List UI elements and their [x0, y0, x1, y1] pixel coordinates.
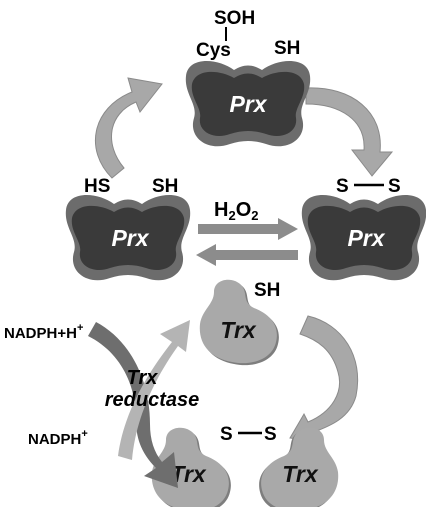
- reductase-line1: Trx: [127, 367, 159, 389]
- reverse-arrow: [196, 244, 298, 266]
- trx-ox-s-left: S: [220, 424, 233, 445]
- curved-arrow-left-to-top: [94, 77, 163, 179]
- trx-oxidized-right-label: Trx: [282, 461, 319, 487]
- reductase-arrow-nadph-in: [88, 322, 178, 488]
- nadph-plus-label: NADPH+: [28, 428, 88, 448]
- reductase-line2: reductase: [105, 389, 200, 411]
- prx-left: Prx: [65, 194, 191, 281]
- right-s-left: S: [336, 176, 349, 197]
- prx-left-label: Prx: [111, 225, 149, 251]
- prx-right-label: Prx: [347, 225, 385, 251]
- left-thiol-sh: SH: [152, 176, 178, 197]
- left-thiol-hs: HS: [84, 176, 110, 197]
- trx-reduced-thiol: SH: [254, 280, 280, 301]
- curved-arrow-prx-to-trx-ox: [289, 315, 358, 443]
- trx-ox-s-right: S: [264, 424, 277, 445]
- prx-top: Prx: [185, 60, 311, 147]
- trx-reduced: Trx: [199, 279, 279, 366]
- cys-label: Cys: [196, 40, 231, 61]
- nadph-h-label: NADPH+H+: [4, 322, 83, 342]
- right-s-right: S: [388, 176, 401, 197]
- curved-arrow-top-to-right: [305, 87, 394, 177]
- forward-arrow: [198, 218, 298, 240]
- h2o2-label: H2O2: [214, 199, 258, 223]
- top-thiol-label: SH: [274, 38, 300, 59]
- sulfenic-label: SOH: [214, 8, 255, 29]
- reductase-arrow-trx-up: [118, 320, 190, 460]
- prx-top-label: Prx: [229, 91, 267, 117]
- prx-right: Prx: [301, 194, 426, 281]
- trx-reduced-label: Trx: [220, 317, 257, 343]
